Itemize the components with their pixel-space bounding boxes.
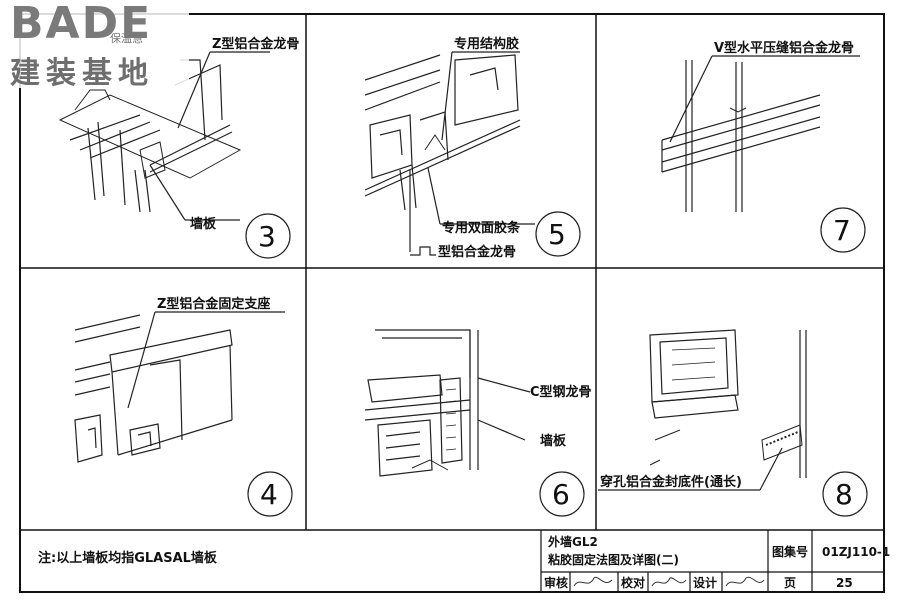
panel-4-label-z-bracket: Z型铝合金固定支座 xyxy=(157,296,270,312)
logo-wordmark: BADE xyxy=(10,0,153,49)
page-number: 25 xyxy=(836,576,853,590)
panel-5-label-double-sided-tape: 专用双面胶条 xyxy=(442,220,521,236)
logo-chinese-name: 建装基地 xyxy=(10,56,154,91)
review-label: 审核 xyxy=(544,575,568,590)
atlas-label: 图集号 xyxy=(772,544,808,559)
panel-6-number: 6 xyxy=(552,478,570,511)
title-line-1: 外墙GL2 xyxy=(548,534,598,549)
panel-7-number: 7 xyxy=(833,214,851,247)
sheet-note: 注:以上墙板均指GLASAL墙板 xyxy=(38,550,218,566)
panel-6-label-c-steel-keel: C型钢龙骨 xyxy=(530,384,592,400)
panel-5-number: 5 xyxy=(548,218,566,251)
design-signature xyxy=(725,576,765,587)
watermark-logo: BADE 保温慧 建装基地 xyxy=(4,0,189,91)
panel-3-label-wallboard: 墙板 xyxy=(190,216,217,232)
title-block xyxy=(540,530,884,592)
panel-3-label-z-keel: Z型铝合金龙骨 xyxy=(212,36,299,52)
detail-panel-4 xyxy=(74,311,293,517)
detail-panel-6 xyxy=(364,329,585,517)
logo-subtitle: 保温慧 xyxy=(110,32,143,45)
sheet-border xyxy=(19,13,885,593)
panel-8-label-perforated-bottom-piece: 穿孔铝合金封底件(通长) xyxy=(600,474,742,490)
check-label: 校对 xyxy=(621,575,645,590)
page-label: 页 xyxy=(784,576,796,590)
panel-3-number: 3 xyxy=(258,220,276,253)
detail-panel-7 xyxy=(661,55,866,253)
panel-8-number: 8 xyxy=(835,478,853,511)
detail-panel-8 xyxy=(598,329,868,517)
detail-panel-5 xyxy=(364,51,581,257)
atlas-number: 01ZJ110-1 xyxy=(822,545,890,559)
detail-panel-3 xyxy=(58,51,291,259)
panel-7-label-v-keel: V型水平压缝铝合金龙骨 xyxy=(714,40,854,56)
panel-6-label-wallboard: 墙板 xyxy=(540,433,567,449)
panel-5-label-structural-glue: 专用结构胶 xyxy=(454,36,519,52)
design-label: 设计 xyxy=(693,575,717,590)
panel-4-number: 4 xyxy=(260,478,278,511)
review-signature xyxy=(573,576,613,587)
panel-5-label-keel: 型铝合金龙骨 xyxy=(438,244,516,260)
check-signature xyxy=(651,577,687,587)
title-line-2: 粘胶固定法图及详图(二) xyxy=(548,552,679,567)
